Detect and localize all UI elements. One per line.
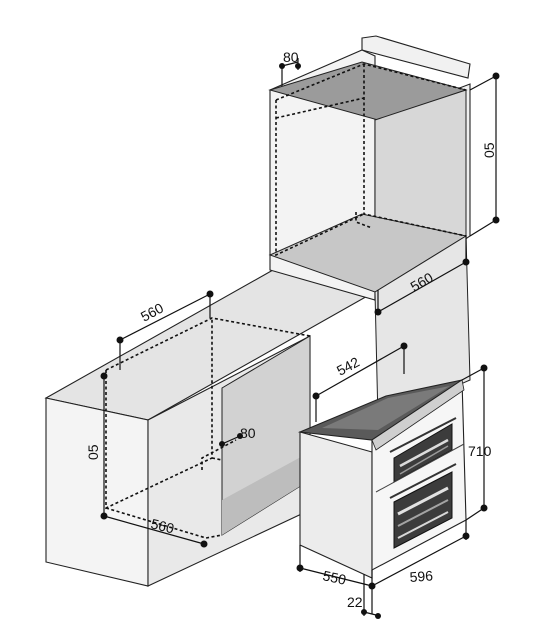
dim-line (377, 261, 467, 313)
dim-line (469, 219, 497, 237)
base-niche-hidden-edge-3 (105, 507, 223, 539)
oven-door-divider (375, 443, 465, 493)
dim-endpoint (206, 290, 214, 298)
dim-line (461, 367, 485, 381)
dim-endpoint (279, 63, 285, 69)
dim-endpoint (462, 532, 470, 540)
dim-line (315, 345, 405, 397)
dim-endpoint (480, 364, 488, 372)
base-niche-height-label: 05 (85, 444, 101, 460)
base-niche-hidden-edge-5 (201, 439, 237, 470)
oven-front-trim (371, 379, 465, 451)
dim-endpoint (492, 72, 500, 80)
base-cabinet (44, 269, 380, 587)
oven-upper-window-glare (399, 438, 449, 468)
dim-endpoint (492, 216, 500, 224)
dim-line (371, 535, 467, 587)
dim-endpoint (374, 308, 382, 316)
dim-endpoint (200, 540, 208, 548)
dim-endpoint (312, 392, 320, 400)
dim-endpoint (100, 372, 108, 380)
column-top-ledge (361, 35, 471, 79)
oven-upper-handle (389, 417, 457, 453)
oven-top-highlight (322, 386, 450, 430)
dim-line (469, 75, 497, 91)
column-hidden-edge-4 (275, 97, 365, 119)
column-top-offset-label: 80 (283, 49, 299, 65)
dimension-lines (100, 58, 500, 619)
oven-lower-window-glare (397, 486, 449, 516)
dim-line (299, 567, 373, 587)
oven-height-label: 710 (468, 443, 492, 459)
dim-endpoint (295, 63, 301, 69)
base-niche-hidden-edge-4 (211, 457, 223, 461)
oven-lower-window (393, 471, 453, 549)
column-niche-height-label: 05 (481, 142, 497, 158)
base-top-offset-label: 80 (240, 425, 256, 441)
dim-endpoint (462, 258, 470, 266)
oven-lower-window-glare-3 (397, 511, 449, 539)
column-hidden-edge-2 (275, 100, 365, 257)
oven-lower-handle (389, 463, 457, 499)
column-lower-side (374, 235, 471, 421)
dim-endpoint (219, 441, 225, 447)
oven-upper-window-glare-2 (399, 445, 449, 475)
dim-endpoint (375, 613, 381, 619)
dim-endpoint (480, 504, 488, 512)
dim-endpoint (400, 342, 408, 350)
base-niche-width-label: 560 (149, 515, 176, 536)
tall-column-cabinet (268, 35, 471, 421)
oven-depth-label: 542 (334, 353, 362, 378)
dim-line (103, 515, 205, 545)
dim-endpoint (116, 336, 124, 344)
dim-endpoint (296, 564, 304, 572)
dim-endpoint (361, 609, 367, 615)
column-hidden-edge-3 (363, 64, 467, 237)
oven-body-side (299, 431, 373, 579)
base-niche-floor (222, 452, 310, 535)
base-niche-hidden-edges (105, 317, 311, 371)
dim-endpoint (368, 582, 376, 590)
base-cabinet-front (45, 397, 149, 587)
dim-line (465, 507, 485, 521)
dim-line (221, 435, 241, 445)
dim-line (119, 293, 211, 341)
oven-lower-window-glare-2 (397, 499, 449, 527)
base-niche-hidden-edge-2 (105, 318, 213, 510)
oven-front-width-label: 596 (409, 567, 434, 585)
dim-endpoint (237, 433, 243, 439)
oven-front-thickness-label: 22 (347, 594, 363, 610)
oven (297, 378, 467, 579)
oven-body-width-label: 550 (321, 567, 347, 588)
base-niche-depth-label: 560 (138, 299, 166, 324)
